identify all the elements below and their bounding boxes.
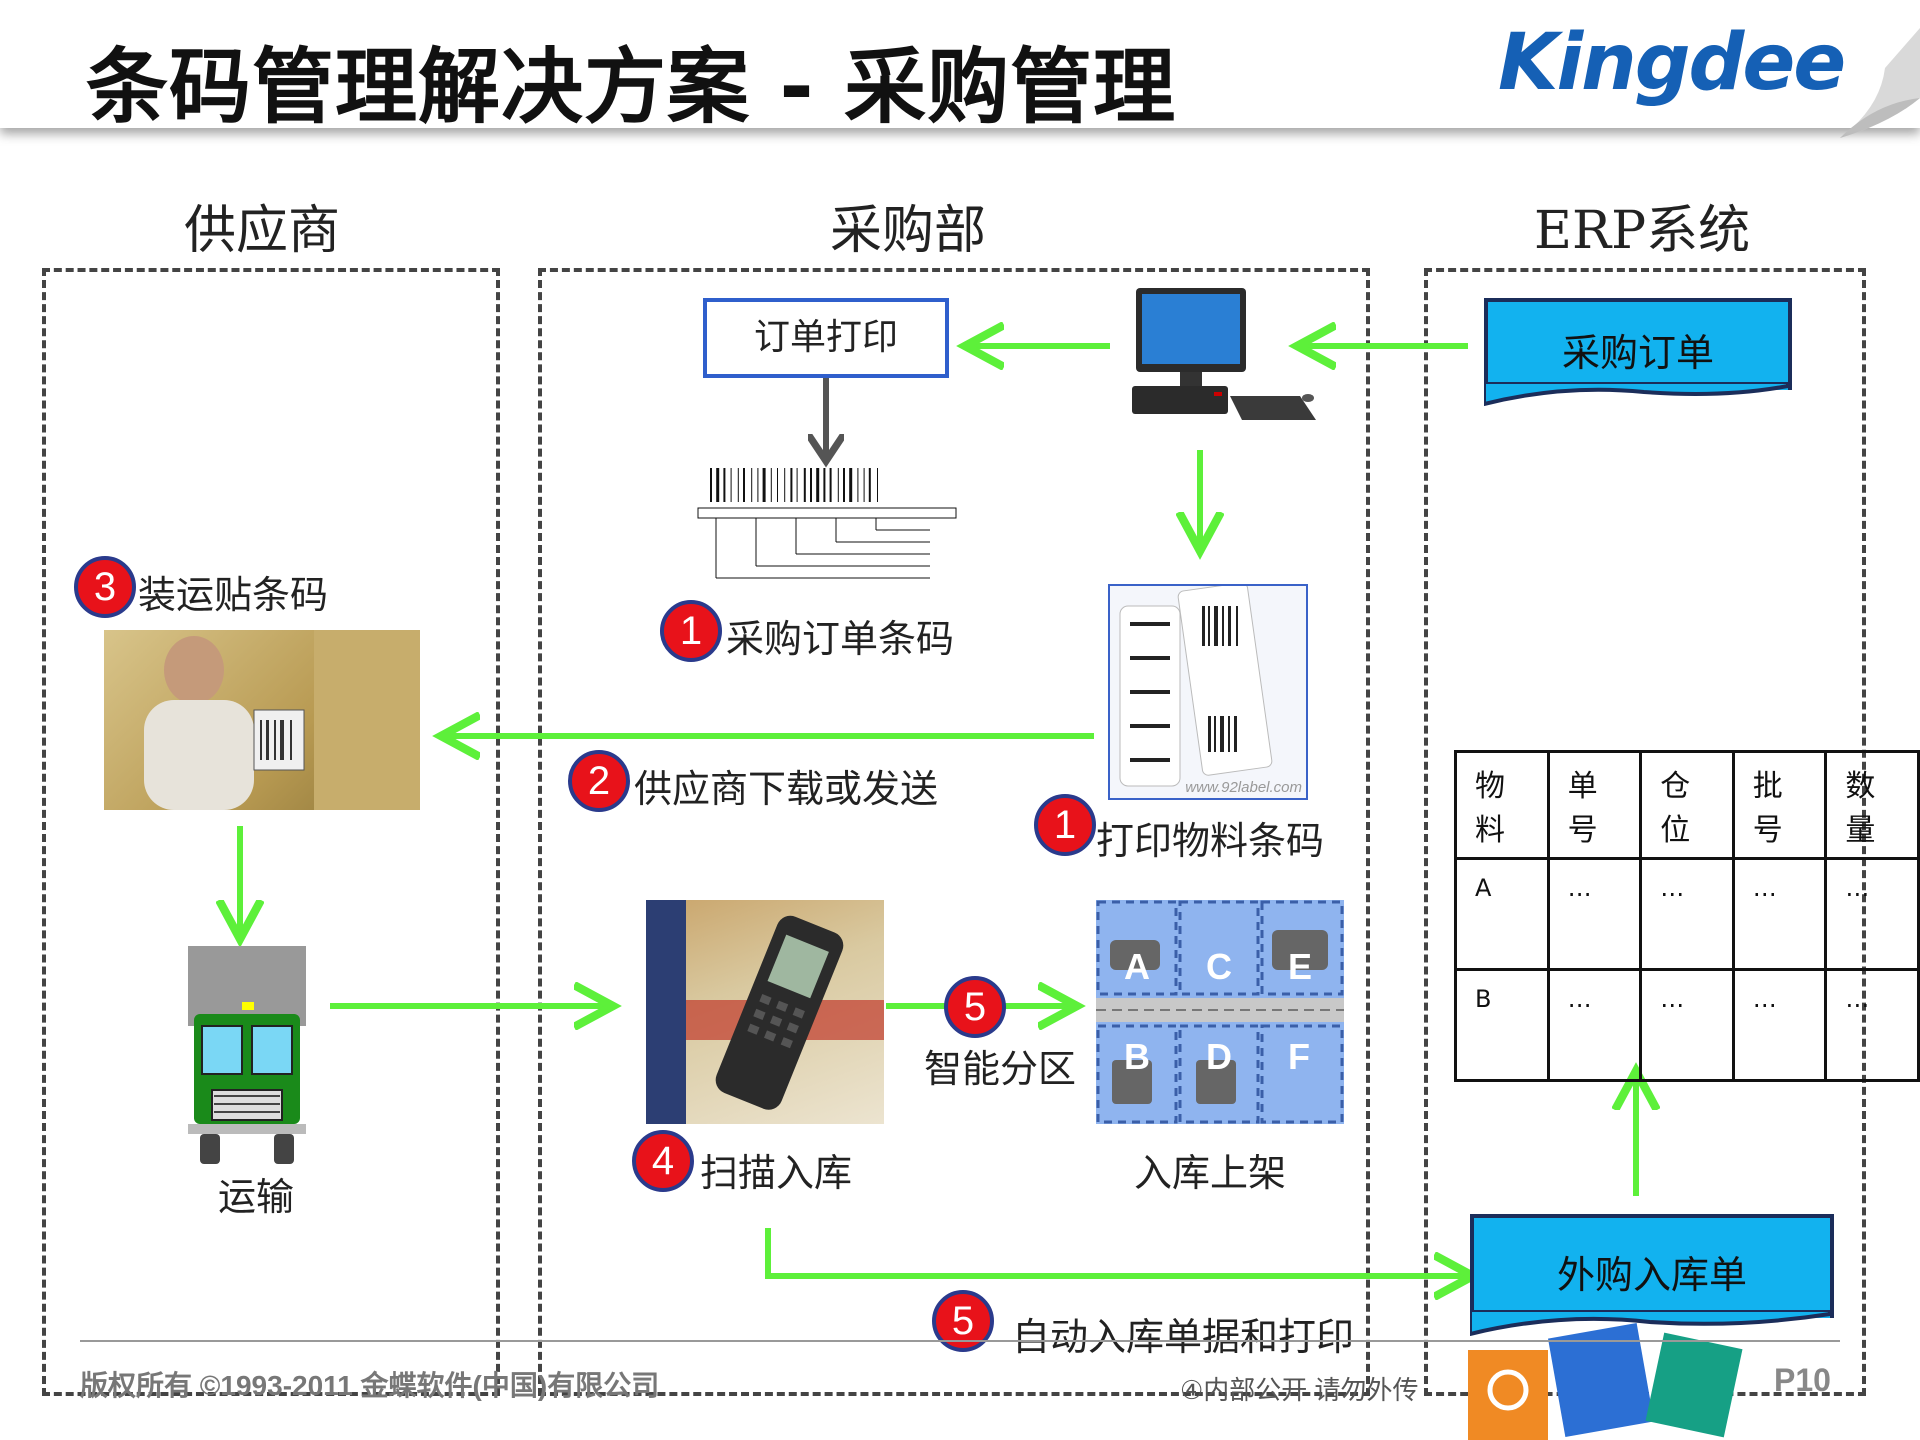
lane-purchasing	[538, 268, 1370, 1396]
doc-receipt[interactable]: 外购入库单	[1470, 1214, 1834, 1318]
doc-receipt-wave	[1470, 1310, 1832, 1337]
table-header-cell: 批号	[1731, 750, 1828, 860]
zone-label-e: E	[1288, 946, 1313, 987]
footer-notice: ④内部公开 请勿外传	[1180, 1375, 1419, 1405]
barcode-icon	[697, 468, 957, 579]
column-title-purchasing: 采购部	[830, 201, 987, 261]
column-title-erp: ERP系统	[1534, 201, 1751, 261]
step-badge-scan-in: 4	[632, 1130, 694, 1192]
table-header-cell: 仓位	[1639, 750, 1735, 860]
step-badge-print-material: 1	[1034, 794, 1096, 856]
lane-supplier	[42, 268, 500, 1396]
kingdee-logo: Kingdee	[1498, 18, 1846, 108]
page-curl-decoration	[1840, 28, 1920, 138]
page-number: P10	[1774, 1362, 1831, 1398]
step-badge-smart-zone: 5	[944, 976, 1006, 1038]
table-cell: …	[1546, 857, 1643, 971]
doc-receipt-label: 外购入库单	[1556, 1253, 1747, 1297]
erp-data-table: 物料 单号 仓位 批号 数量 A … … … … B … … … …	[1454, 750, 1920, 1082]
order-print-box[interactable]: 订单打印	[703, 298, 949, 378]
table-header-cell: 单号	[1546, 750, 1643, 860]
table-cell: A	[1454, 857, 1550, 971]
zone-label-b: B	[1124, 1036, 1150, 1077]
label-transport: 运输	[218, 1175, 295, 1219]
label-shelving: 入库上架	[1134, 1151, 1287, 1195]
zone-label-d: D	[1206, 1036, 1232, 1077]
table-cell: …	[1639, 857, 1735, 971]
header-bar: 条码管理解决方案 - 采购管理 Kingdee	[0, 0, 1920, 138]
label-roll-watermark: www.92label.com	[1185, 779, 1302, 796]
doc-wave-bottom	[1484, 382, 1790, 407]
table-row: B … … … …	[1454, 968, 1920, 1082]
truck-icon	[188, 946, 306, 1164]
step-badge-supplier-send: 2	[568, 750, 630, 812]
computer-icon	[1132, 288, 1316, 420]
zone-label-a: A	[1124, 946, 1150, 987]
footer-divider	[80, 1340, 1840, 1342]
column-title-supplier: 供应商	[184, 201, 341, 261]
table-header-cell: 数量	[1824, 750, 1920, 860]
step-badge-auto-receipt: 5	[932, 1290, 994, 1352]
table-cell: …	[1824, 857, 1920, 971]
label-smart-zone: 智能分区	[924, 1047, 1077, 1091]
zone-label-c: C	[1206, 946, 1232, 987]
label-print-material: 打印物料条码	[1096, 819, 1325, 863]
table-cell: …	[1546, 968, 1643, 1082]
table-cell: …	[1639, 968, 1735, 1082]
table-cell: …	[1731, 857, 1828, 971]
decorative-cubes	[1468, 1322, 1743, 1440]
table-row: A … … … …	[1454, 857, 1920, 971]
footer-copyright: 版权所有 ©1993-2011 金蝶软件(中国)有限公司	[80, 1370, 660, 1401]
page-title: 条码管理解决方案 - 采购管理	[86, 40, 1177, 135]
label-auto-receipt: 自动入库单据和打印	[1012, 1315, 1355, 1359]
table-header-cell: 物料	[1454, 750, 1550, 860]
label-roll-image: www.92label.com	[1108, 584, 1308, 800]
label-scan-in: 扫描入库	[700, 1151, 853, 1195]
worker-photo	[104, 630, 420, 810]
label-po-barcode: 采购订单条码	[726, 617, 955, 661]
doc-purchase-order[interactable]: 采购订单	[1484, 298, 1792, 390]
scanner-photo	[646, 900, 884, 1124]
step-badge-ship-barcode: 3	[74, 556, 136, 618]
table-cell: B	[1454, 968, 1550, 1082]
zone-label-f: F	[1288, 1036, 1310, 1077]
doc-purchase-order-label: 采购订单	[1561, 331, 1714, 375]
table-cell: …	[1824, 968, 1920, 1082]
label-ship-barcode: 装运贴条码	[138, 573, 329, 617]
label-supplier-send: 供应商下载或发送	[634, 767, 939, 811]
order-print-label: 订单打印	[753, 317, 898, 358]
table-cell: …	[1731, 968, 1828, 1082]
step-badge-po-barcode: 1	[660, 600, 722, 662]
warehouse-zone-map: A C E B D F	[1096, 900, 1344, 1124]
